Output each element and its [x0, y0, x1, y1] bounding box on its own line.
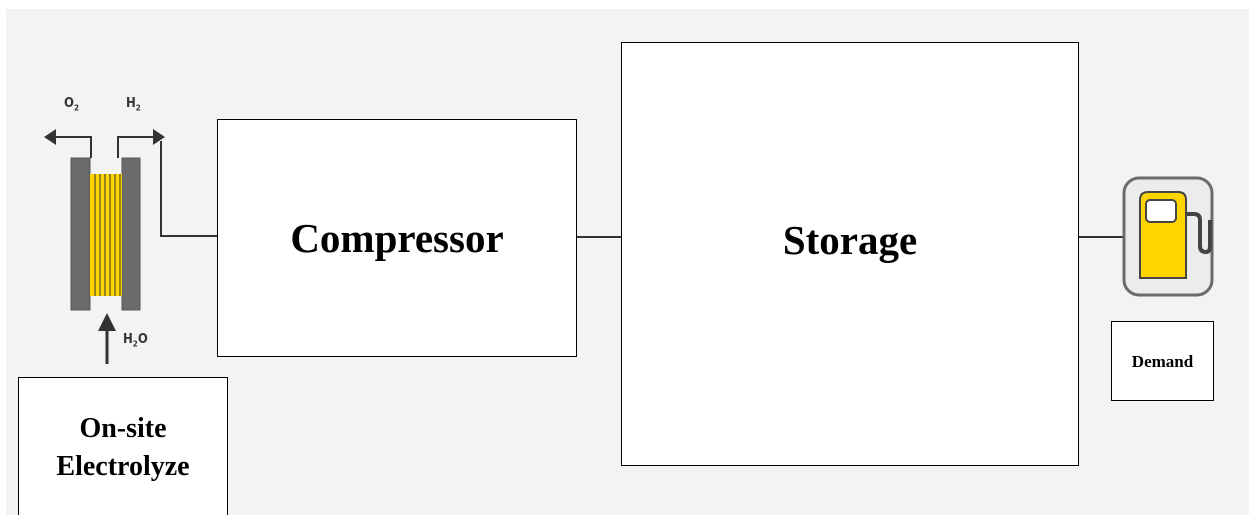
- electrolyzer-stack-icon: [44, 129, 165, 364]
- compressor-label: Compressor: [290, 214, 504, 261]
- storage-node: Storage: [621, 42, 1079, 466]
- hydrogen-outlet-arrow: [117, 129, 165, 158]
- electrolyzer-to-compressor-connector: [160, 235, 217, 237]
- oxygen-subscript: 2: [73, 103, 79, 113]
- compressor-to-storage-connector: [577, 236, 621, 238]
- oxygen-symbol: O: [64, 96, 74, 111]
- hydrogen-label: H2: [126, 97, 141, 113]
- water-symbol: H: [123, 332, 133, 347]
- electrolyzer-membrane: [90, 174, 122, 296]
- electrolyzer-node: On-site Electrolyze: [18, 377, 228, 515]
- demand-label: Demand: [1131, 351, 1194, 371]
- water-inlet-arrow: [98, 313, 116, 364]
- fuel-pump-icon: [1122, 176, 1214, 297]
- oxygen-label: O2: [64, 97, 79, 113]
- hydrogen-subscript: 2: [135, 103, 141, 113]
- water-subscript: 2: [132, 339, 138, 349]
- electrolyzer-label: On-site Electrolyze: [56, 413, 190, 482]
- water-suffix: O: [137, 332, 148, 347]
- hydrogen-outlet-line: [160, 141, 162, 235]
- process-diagram: O2 H2 H2O Compressor Storage Demand On-s…: [6, 9, 1249, 515]
- hydrogen-symbol: H: [126, 96, 136, 111]
- compressor-node: Compressor: [217, 119, 577, 357]
- water-label: H2O: [123, 333, 148, 349]
- storage-to-demand-connector: [1079, 236, 1123, 238]
- demand-node: Demand: [1111, 321, 1214, 401]
- oxygen-outlet-arrow: [44, 129, 92, 158]
- storage-label: Storage: [782, 217, 918, 263]
